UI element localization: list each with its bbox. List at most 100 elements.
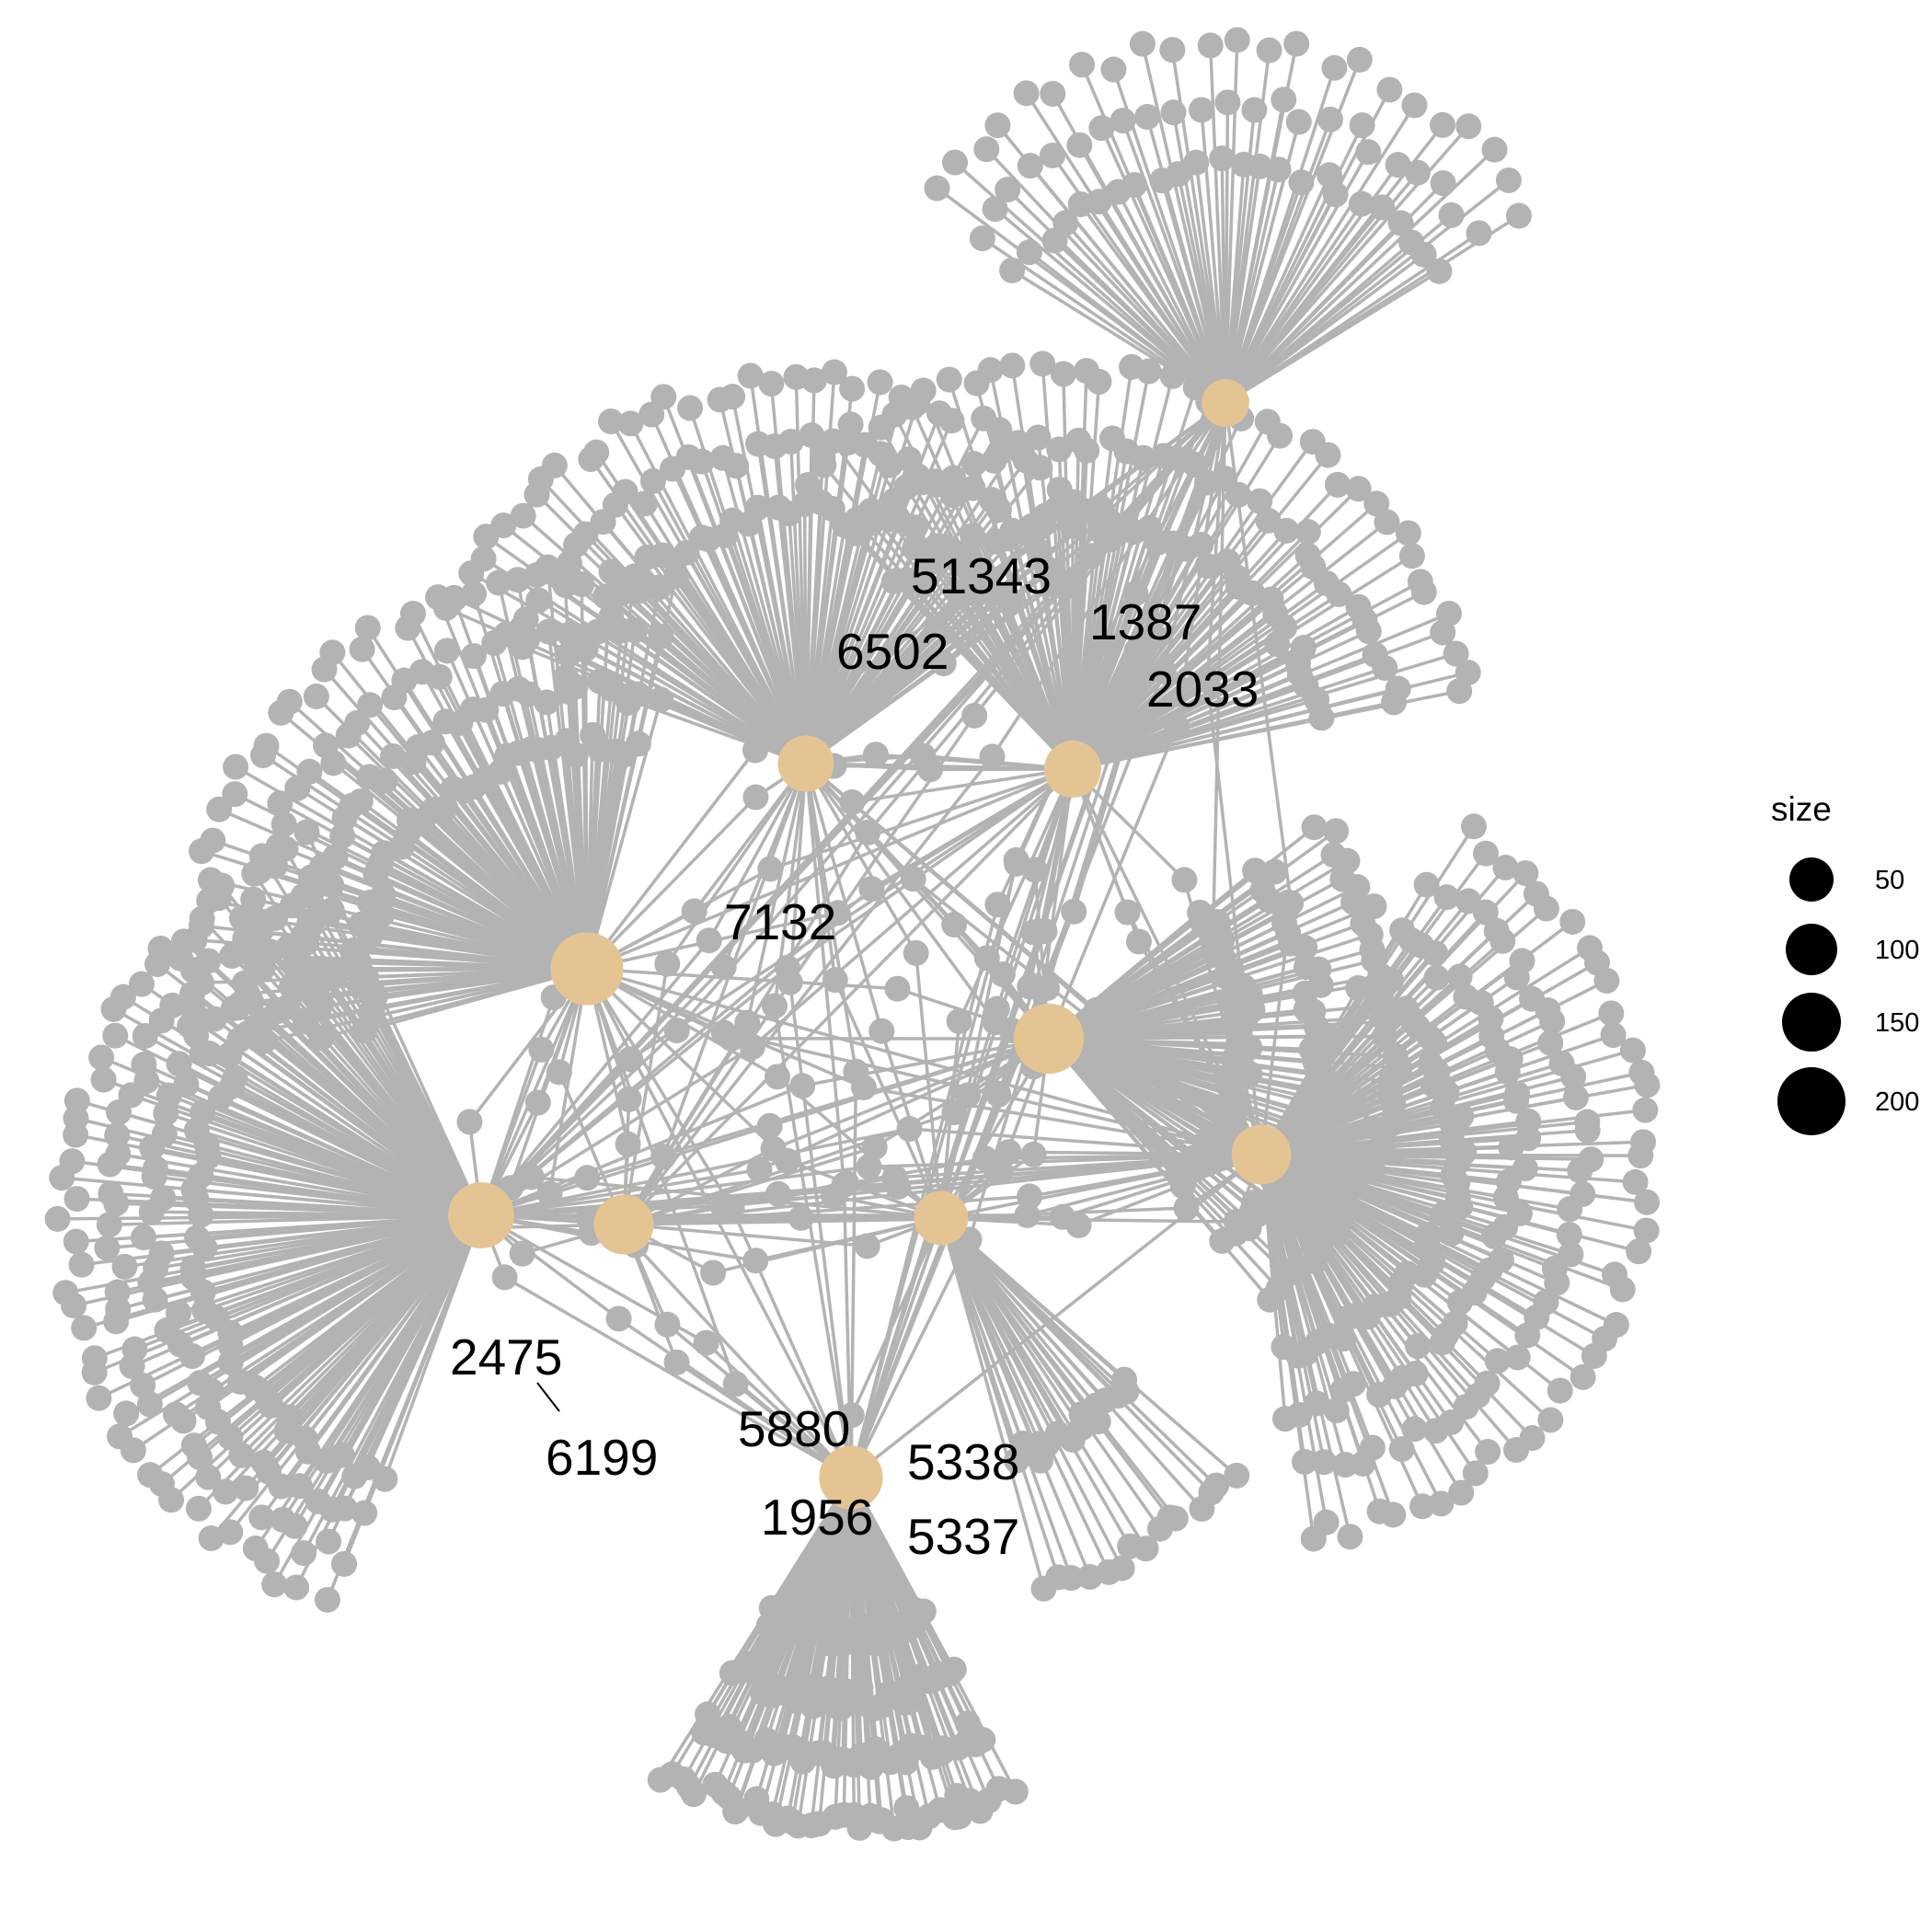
edge [756, 507, 808, 765]
edge [804, 763, 883, 1032]
leaf-node [111, 1253, 138, 1280]
edge [195, 1033, 482, 1217]
leaf-node [1430, 1201, 1456, 1227]
leaf-node [999, 352, 1026, 379]
leaf-node [195, 1464, 222, 1490]
leaf-node [195, 948, 222, 974]
connector-node [518, 1164, 545, 1190]
leaf-node [299, 977, 326, 1004]
connector-node [903, 939, 929, 966]
node-label-1387: 1387 [1089, 593, 1202, 650]
leaf-node [1533, 895, 1559, 922]
leaf-node [131, 1225, 157, 1251]
leaf-node [1321, 54, 1348, 81]
leaf-node [1292, 1448, 1318, 1475]
leaf-node [222, 781, 248, 808]
edge [480, 1167, 760, 1217]
leaf-node [1283, 30, 1310, 57]
edge [939, 1216, 1203, 1511]
connector-node [696, 927, 722, 954]
edge [985, 147, 1227, 405]
connector-node [574, 1165, 601, 1191]
leaf-node [227, 1368, 254, 1395]
leaf-node [184, 1225, 211, 1251]
leaf-node [1422, 1418, 1449, 1444]
edge [1006, 188, 1227, 405]
connector-node [528, 1036, 555, 1063]
connector-node [734, 1009, 761, 1036]
leaf-node [562, 742, 589, 768]
edge [1224, 166, 1261, 404]
edge [585, 968, 738, 1385]
leaf-node [1292, 935, 1318, 961]
leaf-node [1489, 927, 1516, 954]
leaf-node [1324, 471, 1351, 498]
edge [617, 1317, 852, 1479]
leaf-node [942, 149, 969, 176]
connector-node [1194, 667, 1221, 694]
leaf-node [272, 835, 299, 862]
leaf-node [1430, 170, 1456, 197]
legend-label-50: 50 [1875, 866, 1904, 895]
connector-node [822, 967, 848, 994]
leaf-node [1225, 481, 1251, 508]
leaf-node [777, 429, 804, 455]
leaf-node [1372, 655, 1398, 682]
connector-node [885, 1173, 912, 1200]
connector-node [1120, 656, 1146, 683]
leaf-node [1438, 201, 1465, 228]
connector-node [1155, 1075, 1181, 1102]
connector-node [1150, 658, 1177, 684]
leaf-node [702, 1771, 729, 1798]
leaf-node [1160, 99, 1187, 126]
leaf-node [63, 1228, 89, 1255]
connector-node [1083, 996, 1110, 1023]
edge [1145, 116, 1227, 404]
leaf-node [185, 1495, 212, 1522]
edge [939, 1216, 1238, 1478]
node-label-6502: 6502 [836, 623, 949, 680]
leaf-node [121, 1336, 148, 1363]
leaf-node [1410, 579, 1437, 605]
leaf-node [1627, 1143, 1654, 1169]
connector-node [821, 1183, 847, 1210]
leaf-node [1433, 884, 1460, 911]
leaf-node [936, 366, 962, 393]
leaf-node [663, 562, 690, 589]
leaf-node [598, 675, 625, 702]
leaf-node [1333, 1305, 1360, 1332]
leaf-node [893, 1795, 920, 1822]
connector-node [868, 1018, 895, 1044]
edge [143, 1063, 482, 1217]
edge [1224, 104, 1416, 404]
leaf-node [512, 606, 539, 633]
connector-node [984, 891, 1011, 918]
edge [939, 1217, 1124, 1570]
hub-edge [586, 967, 1262, 1156]
leaf-node [242, 1535, 269, 1562]
leaf-node [1422, 940, 1449, 967]
connector-node [1034, 975, 1061, 1002]
edge [1225, 270, 1441, 405]
leaf-node [1169, 1173, 1196, 1200]
leaf-node [261, 1571, 288, 1598]
edge [842, 1184, 853, 1478]
leaf-node [1498, 1134, 1524, 1161]
connector-node [762, 993, 788, 1019]
connector-node [693, 1329, 719, 1356]
leaf-node [1413, 871, 1440, 898]
leaf-node [131, 1052, 157, 1078]
leaf-node [1017, 153, 1043, 179]
edge [1116, 190, 1227, 404]
connector-node [1114, 899, 1141, 926]
leaf-node [1385, 152, 1411, 178]
leaf-node [1008, 440, 1035, 466]
leaf-node [1409, 1493, 1435, 1520]
leaf-node [380, 742, 407, 769]
leaf-node [857, 498, 884, 524]
connector-node [1121, 1073, 1148, 1099]
edge [939, 1065, 1035, 1219]
leaf-node [1323, 818, 1350, 845]
leaf-node [1069, 52, 1096, 78]
leaf-node [1462, 1460, 1489, 1487]
